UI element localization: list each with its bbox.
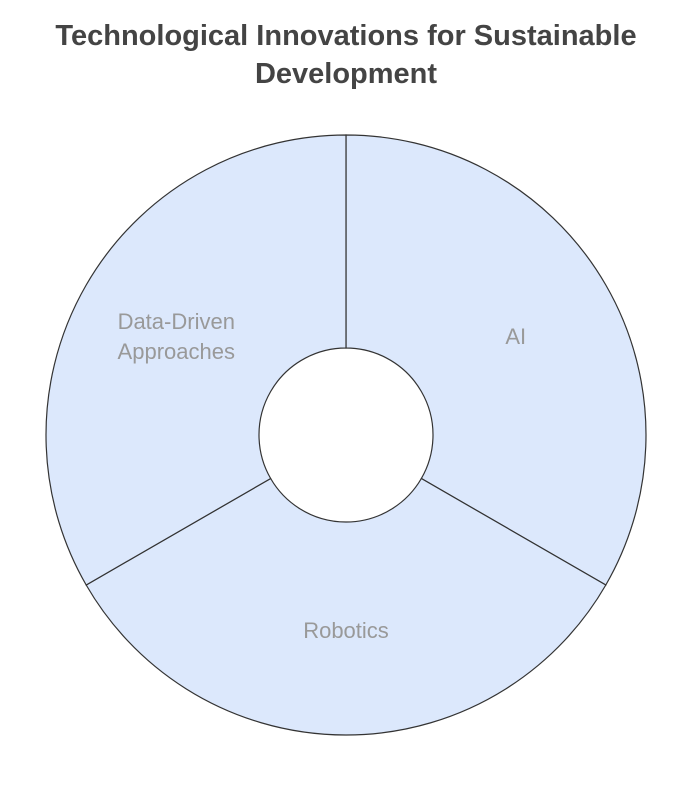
slice-label-line: Data-Driven bbox=[118, 309, 235, 334]
chart-title-line-2: Development bbox=[254, 58, 438, 90]
slice-label-line: Robotics bbox=[303, 618, 389, 643]
slice-label-line: AI bbox=[505, 324, 526, 349]
slice-data-driven-approaches bbox=[45, 134, 347, 586]
slice-label-robotics: Robotics bbox=[303, 618, 389, 643]
slice-label-ai: AI bbox=[505, 324, 526, 349]
slice-label-line: Approaches bbox=[118, 339, 235, 364]
chart-title: Technological Innovations for Sustainabl… bbox=[0, 17, 692, 93]
slice-robotics bbox=[85, 477, 607, 736]
chart-title-line-1: Technological Innovations for Sustainabl… bbox=[55, 20, 637, 52]
slice-ai bbox=[345, 134, 647, 586]
